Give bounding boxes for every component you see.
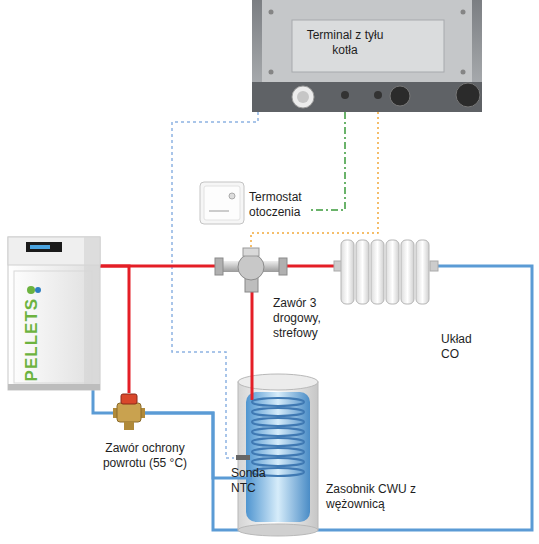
hot-water-tank	[234, 372, 318, 536]
terminal-photo-part	[341, 91, 349, 99]
terminal-photo-part	[292, 20, 444, 72]
return-valve-part	[124, 422, 134, 430]
boiler-picture-part	[35, 287, 41, 293]
three-way-valve	[215, 248, 287, 292]
radiator-picture-part	[386, 240, 399, 304]
terminal-photo-part	[269, 10, 274, 15]
hot-water-tank-part	[252, 408, 304, 416]
bypass-pipe	[100, 266, 129, 393]
thermostat-box: Termostat otoczenia	[198, 180, 308, 228]
boiler-picture-part	[26, 242, 62, 252]
three-way-valve-part	[238, 254, 264, 280]
terminal-photo-part	[262, 0, 472, 82]
valve-wire	[251, 112, 378, 248]
thermostat-picture-part	[204, 186, 240, 220]
radiator-picture-part	[356, 240, 369, 304]
return-valve-part	[117, 403, 141, 422]
connector-group	[93, 112, 532, 530]
component-label: Zasobnik CWU z wężownicą	[326, 482, 426, 512]
three-way-valve-part	[279, 258, 287, 275]
terminal-photo-part	[456, 83, 480, 107]
component-label: Układ CO	[441, 332, 483, 362]
return-valve	[113, 394, 145, 430]
hot-water-tank-part	[236, 455, 250, 460]
component-label: Termostat otoczenia	[249, 190, 307, 220]
supply-pipe	[251, 292, 254, 372]
three-way-valve-part	[243, 248, 259, 256]
boiler-picture	[8, 237, 100, 390]
hot-water-tank-part	[252, 448, 304, 456]
thermostat-wire	[308, 112, 345, 210]
three-way-valve-box: Zawór 3 drogowy, strefowy	[215, 248, 287, 292]
component-label: Terminal z tyłu kotła	[304, 28, 386, 58]
component-label: Zawór ochrony powrotu (55 °C)	[93, 441, 197, 471]
radiator-box: Układ CO	[340, 238, 432, 306]
boiler-box: PELLETS	[8, 237, 100, 390]
radiator-picture-part	[371, 240, 384, 304]
component-label: PELLETS	[21, 298, 42, 382]
terminal-photo-part	[461, 70, 466, 75]
terminal-photo	[252, 0, 482, 112]
hot-water-tank-part	[252, 418, 304, 426]
supply-pipe	[287, 265, 340, 268]
boiler-picture-part	[84, 237, 100, 390]
return-valve-part	[121, 394, 137, 404]
hot-water-tank-part	[238, 524, 318, 536]
hot-water-tank-part	[252, 438, 304, 446]
terminal-photo-part	[297, 91, 309, 103]
component-label: Zawór 3 drogowy, strefowy	[273, 296, 333, 341]
terminal-photo-part	[252, 82, 482, 112]
hot-water-tank-part	[252, 458, 304, 466]
return-pipe	[145, 266, 532, 530]
thermostat-picture-part	[229, 193, 235, 199]
hot-water-tank-part	[251, 372, 254, 400]
hot-water-tank-part	[252, 428, 304, 436]
return-pipe	[93, 390, 113, 413]
sensor-label: Sonda NTC	[231, 466, 271, 496]
terminal-photo-part	[269, 70, 274, 75]
terminal-photo-part	[292, 86, 314, 108]
radiator-picture	[334, 240, 438, 304]
terminal-photo-part	[461, 10, 466, 15]
terminal-photo-part	[390, 86, 410, 106]
three-way-valve-part	[215, 258, 223, 275]
boiler-picture-part	[30, 245, 50, 249]
tank-box: Zasobnik CWU z wężownicą	[234, 372, 322, 537]
boiler-picture-part	[8, 384, 100, 390]
radiator-picture-part	[416, 240, 429, 304]
return-valve-box: Zawór ochrony powrotu (55 °C)	[113, 393, 145, 431]
hot-water-tank-part	[252, 398, 304, 406]
boiler-picture-part	[8, 237, 100, 390]
thermostat-picture-part	[200, 182, 244, 224]
radiator-picture-part	[401, 240, 414, 304]
terminal-box: Terminal z tyłu kotła	[252, 0, 482, 112]
radiator-picture-part	[341, 240, 354, 304]
thermostat-picture-part	[209, 210, 229, 212]
hot-water-tank-part	[246, 392, 310, 522]
thermostat-picture	[200, 182, 244, 224]
terminal-photo-part	[252, 0, 482, 112]
boiler-picture-part	[14, 271, 92, 383]
radiator-picture-part	[430, 261, 438, 271]
hot-water-tank-part	[238, 374, 318, 390]
terminal-photo-part	[374, 91, 382, 99]
boiler-picture-part	[27, 286, 35, 294]
